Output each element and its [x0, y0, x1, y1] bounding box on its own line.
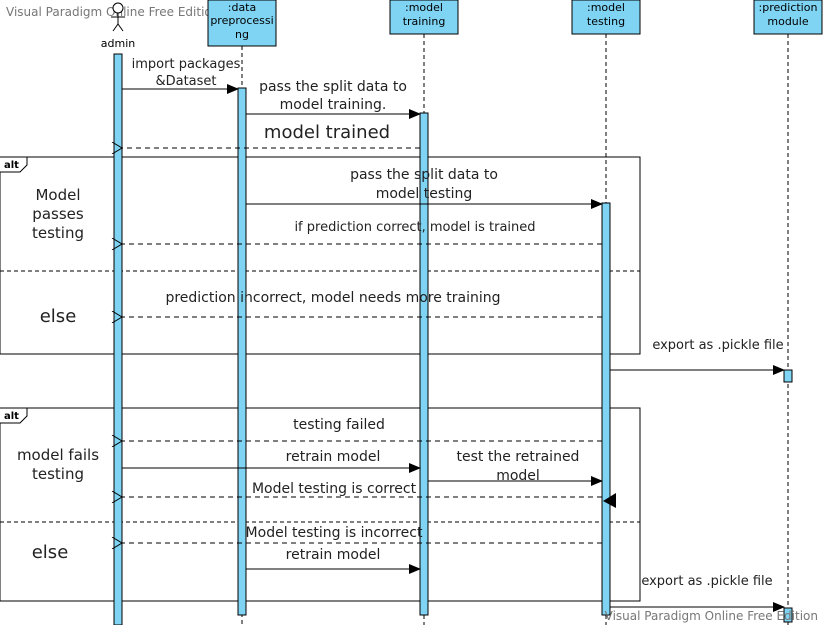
lifeline-label-line3: ng [235, 28, 249, 41]
message-label: export as .pickle file [652, 338, 783, 353]
message-label: Model testing is correct [252, 481, 417, 497]
message-prediction-correct[interactable]: if prediction correct, model is trained [122, 220, 602, 244]
lifeline-label-line2: testing [587, 15, 625, 28]
alt-fragment-2: alt model fails testing else [0, 407, 641, 602]
actor-label: admin [101, 37, 135, 50]
message-pass-to-testing[interactable]: pass the split data to model testing [246, 167, 603, 209]
message-retrain-1[interactable]: retrain model [122, 449, 421, 473]
alt-fragment-1: alt Model passes testing else [0, 156, 641, 355]
lifeline-label-line1: :data [228, 1, 256, 14]
message-testing-correct[interactable]: Model testing is correct [122, 481, 616, 508]
lifeline-label-line1: :model [587, 1, 625, 14]
message-pass-to-training[interactable]: pass the split data to model training. [246, 79, 421, 119]
activation-prediction-module-2 [783, 607, 793, 623]
lifeline-label-line1: :model [405, 1, 443, 14]
message-label-line1: import packages [132, 57, 241, 72]
message-label-line1: test the retrained [457, 449, 580, 465]
message-label: export as .pickle file [641, 574, 772, 589]
message-model-trained[interactable]: model trained [122, 122, 420, 148]
watermark-top: Visual Paradigm Online Free Edition [6, 5, 219, 19]
fragment-frame [0, 407, 641, 602]
message-label-line2: &Dataset [155, 74, 216, 89]
fragment-guard-else: else [40, 306, 77, 327]
message-import[interactable]: import packages &Dataset [122, 57, 241, 94]
message-test-retrained[interactable]: test the retrained model [428, 449, 603, 486]
lifeline-label-line2: module [767, 15, 808, 28]
lifeline-prediction-module[interactable]: :prediction module [753, 0, 823, 35]
activation-model-testing [601, 202, 611, 616]
message-label: model trained [264, 122, 390, 143]
fragment-guard-line1: model fails [17, 446, 99, 464]
fragment-frame [0, 156, 641, 355]
fragment-label: alt [4, 411, 19, 422]
fragment-label: alt [4, 160, 19, 171]
message-testing-failed[interactable]: testing failed [122, 417, 602, 441]
lifeline-model-training[interactable]: :model training [389, 0, 459, 35]
message-label-line2: model testing [376, 186, 473, 202]
fragment-guard-line1: Model [35, 186, 80, 204]
message-label-line2: model training. [280, 97, 387, 113]
fragment-guard-line3: testing [32, 224, 84, 242]
message-label: retrain model [286, 449, 381, 465]
activation-prediction-module-1 [783, 369, 793, 383]
activation-admin [113, 53, 123, 625]
activation-model-training [419, 112, 429, 616]
actor-leg-right [117, 23, 124, 32]
lifeline-model-testing[interactable]: :model testing [571, 0, 641, 35]
message-label: retrain model [286, 547, 381, 563]
lifeline-head-data-preprocessing [207, 0, 277, 47]
activation-data-preprocessing [237, 87, 247, 616]
message-label-line1: pass the split data to [350, 167, 498, 183]
fragment-tag [0, 156, 28, 173]
actor-head [112, 2, 124, 14]
lifeline-label-line2: preprocessi [210, 14, 273, 27]
message-label: testing failed [293, 417, 385, 433]
message-export-2[interactable]: export as .pickle file [610, 574, 785, 612]
watermark-bottom: Visual Paradigm Online Free Edition [605, 609, 818, 623]
message-label-line2: model [496, 468, 540, 484]
fragment-tag [0, 407, 28, 424]
fragment-guard-line2: passes [32, 205, 84, 223]
message-prediction-incorrect[interactable]: prediction incorrect, model needs more t… [122, 290, 602, 317]
lifeline-head-model-testing [571, 0, 641, 35]
actor-leg-left [112, 23, 119, 32]
message-label-line1: pass the split data to [259, 79, 407, 95]
lifeline-data-preprocessing[interactable]: :data preprocessi ng [207, 0, 277, 47]
lifeline-label-line1: :prediction [759, 1, 818, 14]
message-label: Model testing is incorrect [246, 525, 423, 541]
message-label: prediction incorrect, model needs more t… [165, 290, 500, 306]
message-testing-incorrect[interactable]: Model testing is incorrect [122, 525, 602, 543]
message-retrain-2[interactable]: retrain model [246, 547, 421, 574]
message-label: if prediction correct, model is trained [294, 220, 535, 235]
fragment-guard-line2: testing [32, 465, 84, 483]
lifeline-label-line2: training [403, 15, 446, 28]
self-arrow-head [603, 493, 616, 508]
actor-admin[interactable]: admin [101, 2, 135, 50]
fragment-guard-else: else [32, 542, 69, 563]
message-export-1[interactable]: export as .pickle file [610, 338, 785, 375]
